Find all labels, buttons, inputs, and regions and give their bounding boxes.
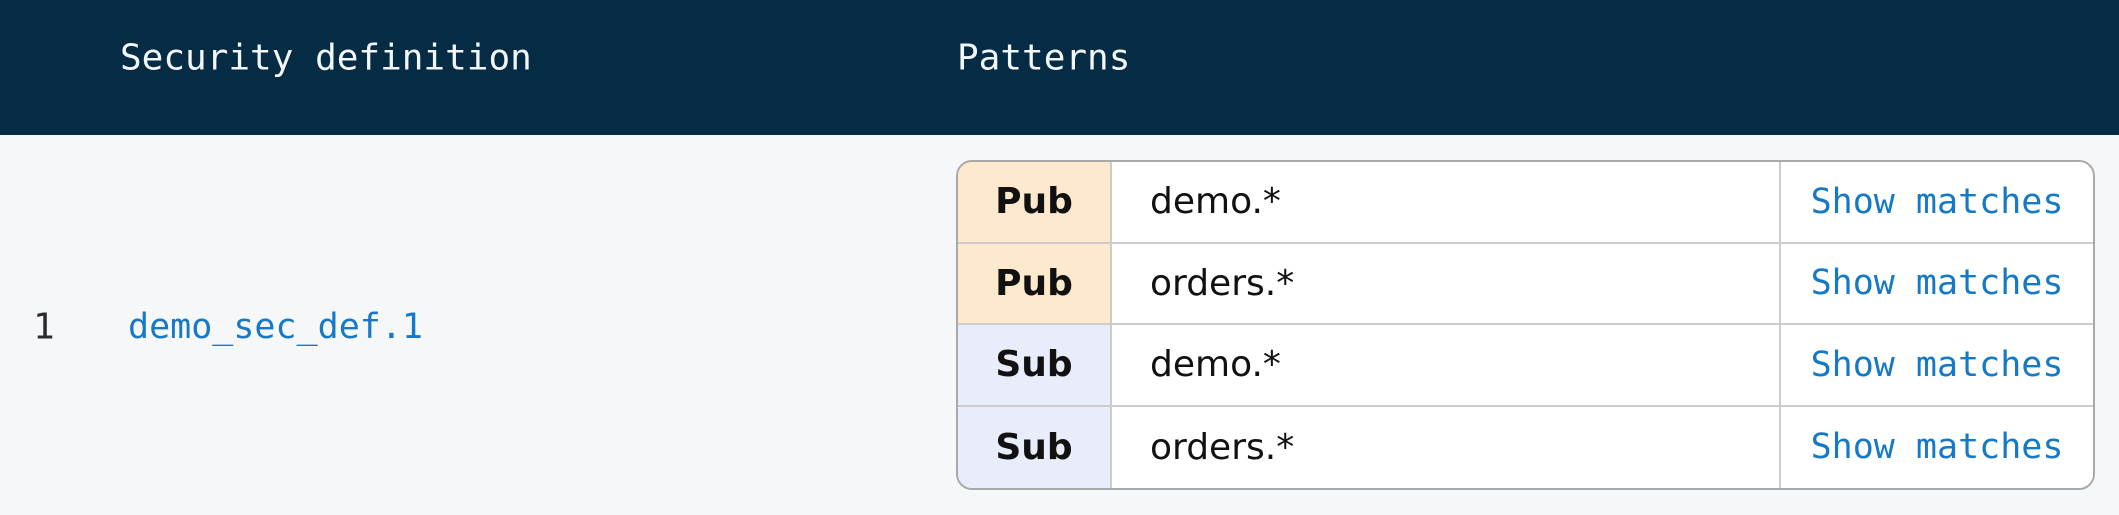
- show-matches-link[interactable]: Show matches: [1810, 263, 2064, 304]
- column-header-security-definition: Security definition: [120, 37, 532, 79]
- pattern-value: demo.*: [1112, 162, 1781, 244]
- patterns-table: Pub demo.* Show matches Pub orders.* Sho…: [956, 160, 2095, 490]
- pattern-type-badge-sub: Sub: [958, 325, 1112, 407]
- pattern-action-cell: Show matches: [1781, 406, 2093, 488]
- pattern-type-badge-pub: Pub: [958, 243, 1112, 325]
- pattern-type-badge-pub: Pub: [958, 162, 1112, 244]
- pattern-action-cell: Show matches: [1781, 162, 2093, 244]
- security-definition-link[interactable]: demo_sec_def.1: [128, 307, 424, 347]
- pattern-value: orders.*: [1112, 243, 1781, 325]
- table-header-row: Security definition Patterns: [0, 0, 2119, 135]
- column-header-patterns: Patterns: [957, 37, 1131, 79]
- show-matches-link[interactable]: Show matches: [1810, 344, 2064, 385]
- row-index: 1: [33, 306, 55, 348]
- pattern-value: demo.*: [1112, 325, 1781, 407]
- pattern-value: orders.*: [1112, 406, 1781, 488]
- pattern-type-badge-sub: Sub: [958, 406, 1112, 488]
- pattern-action-cell: Show matches: [1781, 243, 2093, 325]
- pattern-action-cell: Show matches: [1781, 325, 2093, 407]
- show-matches-link[interactable]: Show matches: [1810, 427, 2064, 468]
- show-matches-link[interactable]: Show matches: [1810, 181, 2064, 222]
